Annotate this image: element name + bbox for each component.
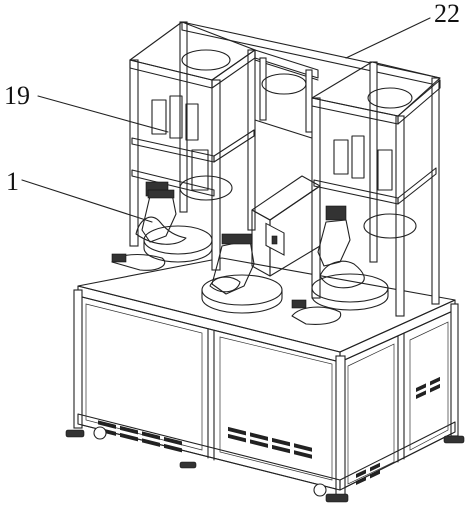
middle-turntable: [201, 233, 283, 314]
base-cabinet: [65, 257, 465, 503]
vent-slots-middle: [228, 426, 312, 459]
callout-1: 1: [6, 167, 153, 223]
callout-22: 22: [345, 0, 460, 59]
label-22: 22: [434, 0, 460, 28]
right-turntable: [291, 260, 389, 325]
leader-line-19: [37, 95, 169, 133]
right-tower-frame: [311, 61, 441, 317]
callout-19: 19: [4, 81, 169, 133]
control-box: [251, 175, 321, 277]
vent-slots-right: [356, 376, 440, 485]
feet: [65, 426, 465, 503]
label-1: 1: [6, 167, 19, 196]
leader-line-1: [21, 179, 153, 223]
label-19: 19: [4, 81, 30, 110]
vent-slots-left: [98, 420, 182, 453]
left-turntable: [111, 216, 213, 271]
leader-line-22: [345, 17, 431, 59]
left-tower-frame: [129, 21, 256, 271]
